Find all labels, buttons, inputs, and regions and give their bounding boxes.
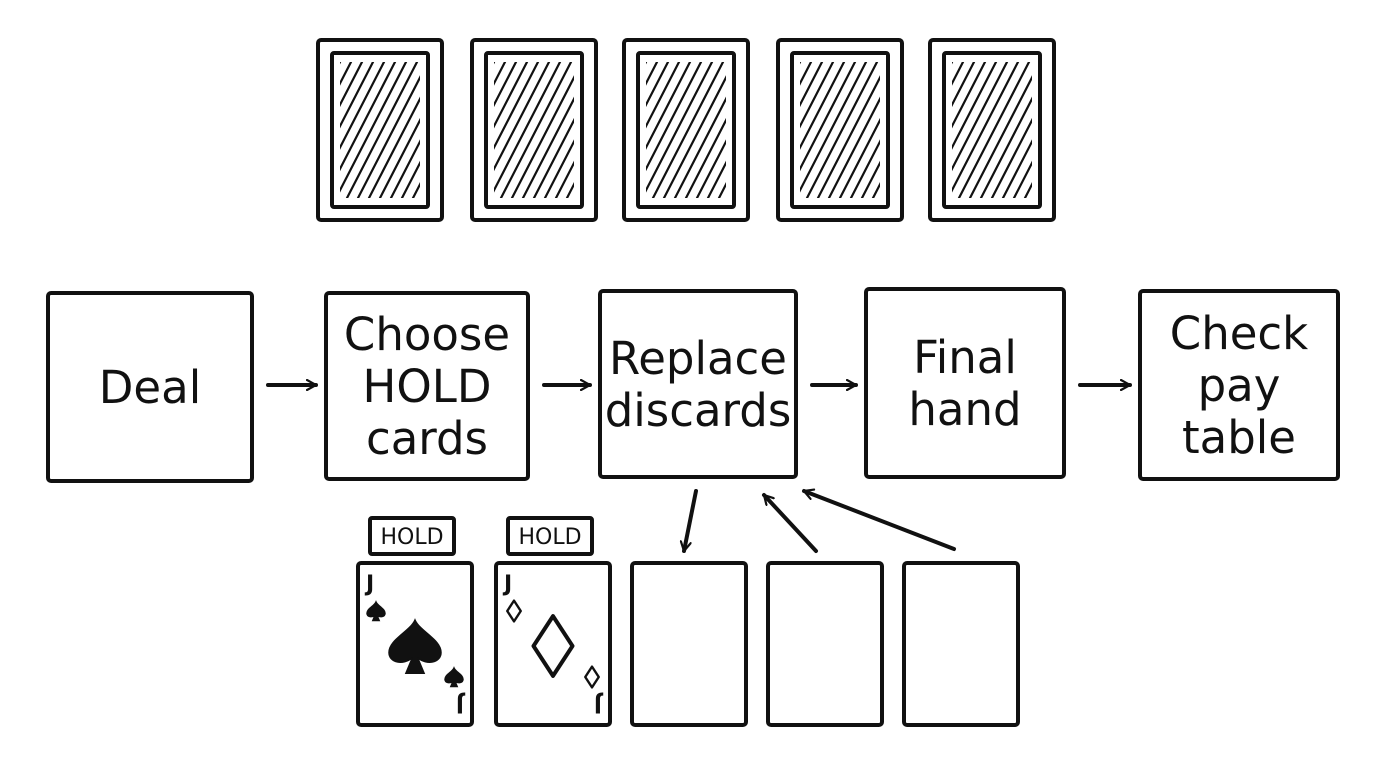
hold-label: HOLD [518, 525, 581, 550]
step-label: hand [908, 383, 1021, 436]
card-rank: J [456, 691, 466, 716]
step-label: cards [366, 412, 488, 465]
diamond-icon [584, 665, 600, 689]
card-back-icon [316, 38, 444, 222]
discarded-card-slot [630, 561, 748, 727]
arrow-icon [684, 489, 698, 553]
step-label: HOLD [363, 360, 492, 413]
step-label: Deal [99, 361, 201, 414]
arrow-icon [802, 491, 956, 551]
held-card: JJ [356, 561, 474, 727]
card-rank: J [502, 572, 512, 597]
step-label: Final [913, 331, 1017, 384]
card-back-icon [622, 38, 750, 222]
step-label: discards [605, 384, 792, 437]
spade-icon [444, 666, 464, 688]
spade-icon [388, 618, 442, 675]
diamond-icon [531, 614, 575, 678]
held-card: JJ [494, 561, 612, 727]
replace-arrows [684, 489, 956, 553]
card-back-icon [928, 38, 1056, 222]
card-back-icon [776, 38, 904, 222]
hold-badge: HOLD [506, 516, 594, 556]
step-label: Check [1170, 307, 1308, 360]
arrow-icon [762, 493, 818, 553]
face-down-cards [316, 38, 1056, 222]
step-label: Replace [609, 332, 787, 385]
step-label: pay [1198, 359, 1281, 412]
spade-icon [366, 600, 386, 622]
card-rank: J [594, 691, 604, 716]
step-box: Deal [46, 291, 254, 483]
step-label: table [1182, 411, 1296, 464]
diamond-icon [506, 599, 522, 623]
hold-badge: HOLD [368, 516, 456, 556]
hold-label: HOLD [380, 525, 443, 550]
discarded-card-slot [902, 561, 1020, 727]
card-rank: J [364, 572, 374, 597]
discarded-card-slot [766, 561, 884, 727]
step-label: Choose [344, 308, 510, 361]
card-back-icon [470, 38, 598, 222]
